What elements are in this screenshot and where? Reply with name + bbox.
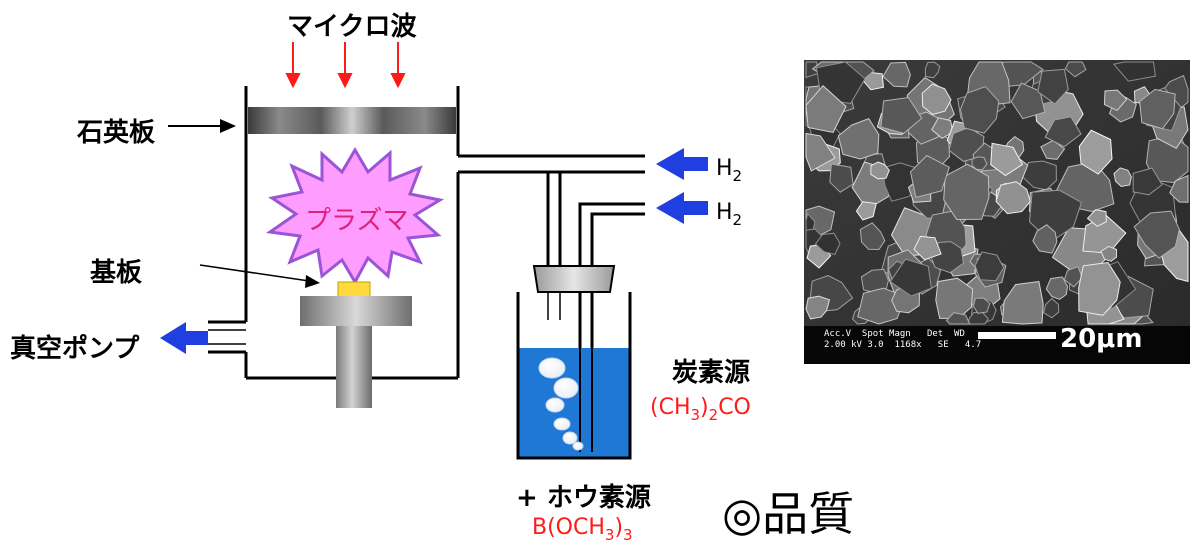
sem-crystal-facet [968, 311, 989, 325]
sem-crystal-facet [889, 258, 932, 297]
sem-crystal-facet [995, 181, 1031, 215]
sem-crystal-facet [1063, 265, 1083, 288]
sem-crystal-facet [1139, 88, 1176, 130]
sem-crystal-facet [1045, 276, 1069, 300]
quality-label: ◎品質 [722, 487, 855, 541]
sem-crystal-facet [990, 142, 1024, 177]
sem-crystal-facet [1064, 61, 1087, 78]
substrate-chip [337, 281, 371, 298]
h2-arrow-1 [656, 148, 708, 180]
quartz-pointer [168, 119, 236, 133]
sem-crystal-facet [1113, 167, 1132, 188]
h2-label-1: H2 [716, 156, 743, 185]
sem-crystal-facet [971, 156, 988, 171]
sem-crystal-facet [1078, 129, 1113, 175]
microwave-arrows [285, 42, 406, 89]
stage-shaft [336, 326, 372, 408]
acetone-formula: (CH3)2CO [650, 395, 751, 424]
sem-crystal-facet [1001, 280, 1044, 325]
sem-crystal-facet [959, 86, 1000, 134]
sem-crystal-facet [882, 61, 911, 88]
stage-disc [300, 296, 412, 326]
sem-crystal-facet [814, 232, 841, 256]
sem-crystal-facet [924, 61, 941, 79]
quartz-plate [248, 107, 456, 134]
sem-crystal-facet [862, 71, 885, 91]
sem-crystal-facet [921, 83, 952, 115]
carbon-source-label: 炭素源 [672, 358, 751, 388]
sem-crystal-facet [1112, 61, 1156, 82]
sem-crystal-facet [931, 117, 954, 139]
sem-crystal-facet [805, 132, 836, 172]
sem-crystal-facet [1043, 297, 1060, 319]
sem-crystal-facet [974, 251, 1005, 282]
sem-crystal-facet [855, 201, 877, 221]
sem-crystal-facet [909, 154, 950, 199]
sem-crystal-facet [859, 222, 886, 251]
microwave-label: マイクロ波 [287, 12, 417, 42]
sem-crystal-facet [943, 163, 990, 221]
flask-stopper [532, 265, 616, 293]
sem-crystal-texture [805, 61, 1189, 325]
h2-label-2: H2 [716, 200, 743, 229]
sem-scale-text: 20μm [1060, 324, 1143, 354]
sem-crystal-facet [1040, 139, 1066, 160]
sem-crystal-facet [1086, 209, 1107, 227]
sem-info-line-2: 2.00 kV 3.0 1168x SE 4.7 [824, 340, 982, 350]
sem-crystal-facet [945, 312, 971, 325]
sem-crystal-facet [935, 277, 974, 319]
sem-crystal-facet [1078, 261, 1121, 316]
sem-crystal-facet [1169, 174, 1189, 203]
vacuum-arrow [160, 322, 208, 354]
sem-crystal-facet [829, 163, 854, 193]
sem-crystal-facet [880, 96, 923, 134]
sem-crystal-facet [1100, 245, 1117, 262]
boron-source-label: + ホウ素源 [516, 483, 651, 513]
sem-crystal-facet [1044, 116, 1082, 148]
substrate-pointer [199, 264, 320, 288]
substrate-label: 基板 [90, 258, 143, 288]
quartz-plate-label: 石英板 [77, 118, 156, 148]
sem-crystal-facet [1010, 82, 1046, 120]
sem-crystal-facet [805, 84, 847, 133]
vacuum-pump-label: 真空ポンプ [10, 334, 140, 364]
plasma-label: プラズマ [305, 206, 409, 236]
sem-crystal-facet [972, 297, 991, 314]
sem-crystal-facet [1103, 89, 1128, 112]
sem-crystal-facet [837, 117, 880, 160]
sem-crystal-facet [805, 295, 831, 320]
sem-micrograph [804, 60, 1190, 364]
sem-crystal-facet [870, 161, 890, 180]
h2-arrow-2 [656, 192, 708, 224]
trimethyl-borate-formula: B(OCH3)3 [532, 515, 633, 544]
bubbles [538, 357, 584, 451]
sem-info-line-1: Acc.V Spot Magn Det WD [824, 329, 965, 339]
sem-crystal-facet [1032, 224, 1058, 254]
sem-crystal-facet [1132, 167, 1163, 196]
sem-crystal-facet [1037, 68, 1069, 105]
sem-crystal-facet [913, 235, 942, 261]
sem-crystal-facet [1133, 210, 1180, 259]
